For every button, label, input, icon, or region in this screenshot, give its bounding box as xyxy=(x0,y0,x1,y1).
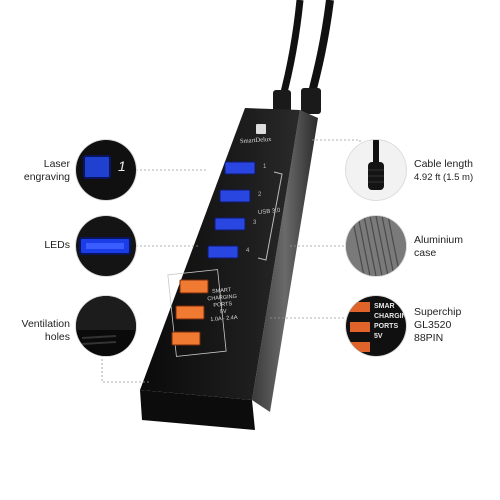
charging-port-3 xyxy=(171,331,201,346)
aluminium-detail-art xyxy=(346,216,406,276)
label-superchip: Superchip GL3520 88PIN xyxy=(414,306,500,345)
label-leds: LEDs xyxy=(0,239,70,252)
label-line: GL3520 xyxy=(414,319,452,331)
detail-superchip: SMAR CHARGIN PORTS 5V xyxy=(346,296,406,356)
chip-text-line: 5V xyxy=(374,333,383,340)
detail-aluminium-case xyxy=(346,216,406,276)
label-laser-engraving: Laser engraving xyxy=(0,158,70,184)
usb-bracket xyxy=(257,171,283,261)
usb-port-1 xyxy=(224,161,256,175)
ventilation-detail-art xyxy=(76,296,136,356)
label-line: holes xyxy=(44,331,70,343)
detail-leds xyxy=(76,216,136,276)
detail-ventilation xyxy=(76,296,136,356)
label-line: Cable length xyxy=(414,158,473,170)
hub-side-face xyxy=(252,110,318,412)
cable-plug-left xyxy=(273,90,291,114)
label-line: Ventilation xyxy=(21,318,70,330)
brand-logo xyxy=(256,124,266,134)
chip-text-line: CHARGIN xyxy=(374,313,406,320)
label-line: Laser xyxy=(43,158,70,170)
usb3-ports xyxy=(207,161,256,259)
charging-ports xyxy=(171,279,209,346)
label-line: Aluminium xyxy=(414,234,464,246)
usb-port-2 xyxy=(219,189,251,203)
superchip-detail-art xyxy=(350,302,370,352)
label-line: Superchip xyxy=(414,306,462,318)
usb-port-4 xyxy=(207,245,239,259)
label-aluminium-case: Aluminium case xyxy=(414,234,500,260)
label-line: engraving xyxy=(23,171,70,183)
usb-port-3 xyxy=(214,217,246,231)
label-line: 4.92 ft (1.5 m) xyxy=(414,172,474,183)
label-line: case xyxy=(414,247,437,259)
detail-cable-length xyxy=(346,140,406,200)
cable-plug-right xyxy=(301,88,321,114)
chip-text: SMAR CHARGIN PORTS 5V xyxy=(374,302,406,342)
port-number-4: 4 xyxy=(246,248,250,254)
leader-ventilation xyxy=(101,355,150,383)
detail-laser-engraving: 1 xyxy=(76,140,136,200)
charging-port-frame xyxy=(167,269,227,357)
port-number-3: 3 xyxy=(253,220,257,226)
leds-detail-art xyxy=(79,237,131,255)
chip-text-line: SMAR xyxy=(374,303,395,310)
port-number-2: 2 xyxy=(258,192,262,198)
chip-text-line: PORTS xyxy=(374,323,399,330)
label-line: 88PIN xyxy=(414,332,444,344)
label-cable-length: Cable length 4.92 ft (1.5 m) xyxy=(414,158,500,184)
hub-bottom xyxy=(140,390,255,430)
label-ventilation-holes: Ventilation holes xyxy=(0,318,70,344)
label-line: LEDs xyxy=(44,239,70,251)
charging-port-2 xyxy=(175,305,205,320)
port-number-1: 1 xyxy=(263,164,267,170)
laser-digit: 1 xyxy=(118,158,126,174)
charging-port-1 xyxy=(179,279,209,294)
cable-detail-art xyxy=(368,140,384,190)
laser-detail-art xyxy=(83,155,111,179)
